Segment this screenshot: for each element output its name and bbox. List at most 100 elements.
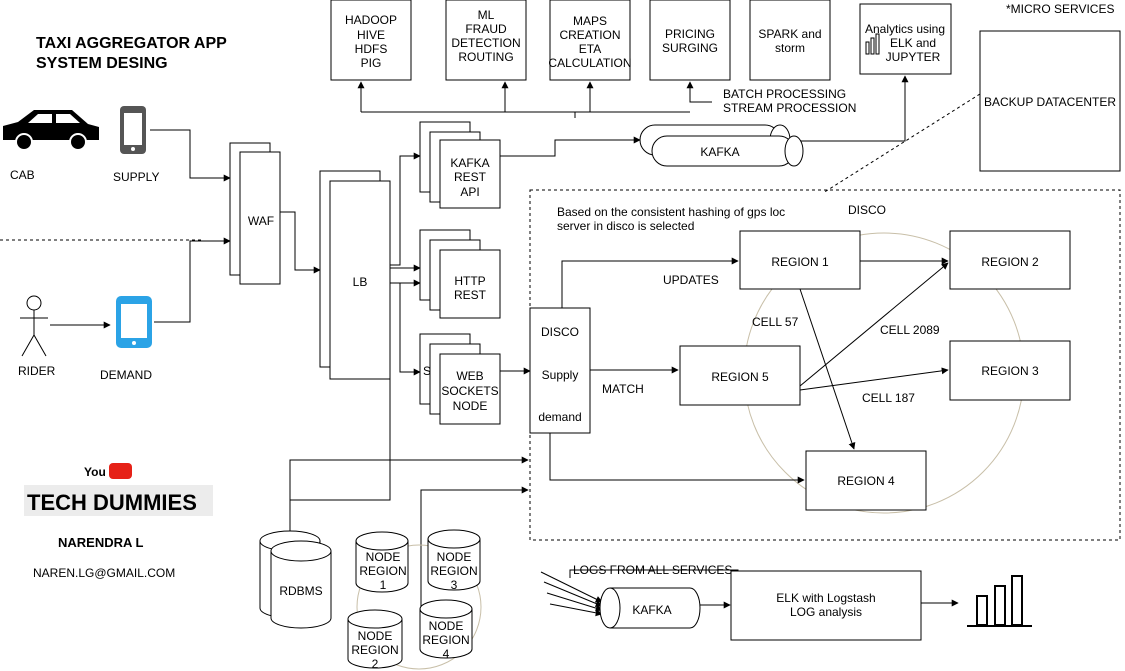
pricing-box — [649, 0, 731, 81]
arrow-region5-to-region2 — [799, 262, 949, 387]
disco-title: DISCO — [848, 203, 886, 217]
analytics-box — [859, 3, 952, 75]
waf-box — [239, 151, 281, 285]
node-region-3-line3: 3 — [451, 578, 458, 592]
node-region-2-line2: REGION — [351, 643, 398, 657]
region-2-label: REGION 2 — [981, 255, 1039, 269]
car-icon — [3, 110, 99, 151]
node-region-2-line1: NODE — [358, 629, 393, 643]
node-region-2-cylinder — [347, 609, 403, 669]
kafka-rest-line2: REST — [454, 170, 487, 184]
rider-label: RIDER — [18, 364, 56, 378]
node-region-1-cylinder — [355, 531, 409, 593]
cell-57-label: CELL 57 — [752, 315, 799, 329]
websockets-line3: NODE — [453, 399, 488, 413]
hadoop-line4: PIG — [361, 56, 382, 70]
arrow-region1-to-region4 — [799, 288, 856, 450]
brand-banner — [24, 485, 213, 516]
http-rest-line2: REST — [454, 288, 487, 302]
log-input-arrow-4 — [549, 603, 603, 617]
kafka-top-label: KAFKA — [700, 145, 739, 159]
spark-box — [749, 0, 831, 81]
pricing-line1: PRICING — [665, 27, 715, 41]
waf-label: WAF — [248, 214, 274, 228]
node-region-2-line3: 2 — [372, 657, 379, 671]
region-1-label: REGION 1 — [771, 255, 829, 269]
hadoop-box — [330, 0, 412, 81]
kafka-rest-line1: KAFKA — [450, 156, 489, 170]
region-2-box — [949, 230, 1071, 290]
match-label: MATCH — [602, 382, 644, 396]
arrow-nodes-to-disco — [420, 486, 529, 612]
log-input-arrow-1 — [540, 571, 603, 603]
node-region-3-line2: REGION — [430, 564, 477, 578]
disco-note-line1: Based on the consistent hashing of gps l… — [557, 205, 785, 219]
rdbms-cylinder-icon — [259, 530, 332, 629]
backup-link-dashed — [822, 93, 981, 194]
disco-box-line3: demand — [538, 410, 581, 424]
elk-line2: LOG analysis — [790, 605, 862, 619]
backup-datacenter-label: BACKUP DATACENTER — [984, 95, 1116, 109]
arrow-to-analytics — [798, 75, 909, 142]
region-3-box — [949, 340, 1071, 401]
region-3-label: REGION 3 — [981, 364, 1039, 378]
maps-line2: CREATION — [559, 28, 620, 42]
supply-phone-icon — [120, 106, 146, 154]
kafka-rest-line3: API — [460, 185, 479, 199]
websockets-line2: SOCKETS — [441, 384, 498, 398]
http-rest-box — [439, 249, 501, 319]
region-5-box — [679, 345, 801, 406]
ml-line3: DETECTION — [451, 36, 520, 50]
hadoop-line2: HIVE — [357, 28, 385, 42]
spark-line1: SPARK and — [758, 27, 821, 41]
region-5-label: REGION 5 — [711, 370, 769, 384]
pricing-line2: SURGING — [662, 41, 718, 55]
http-rest-line1: HTTP — [454, 274, 485, 288]
cab-label: CAB — [10, 168, 35, 182]
backup-datacenter-box — [979, 30, 1121, 172]
ml-box — [445, 0, 527, 81]
websockets-line1: WEB — [456, 369, 483, 383]
elk-box — [730, 570, 922, 641]
region-1-box — [739, 230, 861, 290]
node-region-ring — [356, 544, 482, 670]
arrow-disco-to-region4 — [549, 433, 805, 484]
region-4-box — [805, 450, 927, 511]
websockets-hidden-letter: S — [423, 364, 431, 378]
svg-text:You: You — [84, 465, 106, 479]
disco-box-line2: Supply — [542, 368, 579, 382]
spark-line2: storm — [775, 41, 805, 55]
hadoop-line3: HDFS — [355, 42, 388, 56]
demand-phone-icon — [116, 296, 152, 348]
diagram-title-line1: TAXI AGGREGATOR APP — [36, 35, 227, 52]
batch-processing-label: BATCH PROCESSING — [723, 87, 846, 101]
node-region-4-line1: NODE — [429, 619, 464, 633]
bar-chart-icon — [967, 575, 1032, 627]
lb-to-rdbms-line — [289, 379, 391, 533]
arrow-rdbms-to-disco — [289, 456, 529, 533]
node-region-1-line3: 1 — [380, 578, 387, 592]
node-region-1-line1: NODE — [366, 550, 401, 564]
author-name: NARENDRA L — [58, 535, 144, 550]
ml-line4: ROUTING — [458, 50, 513, 64]
disco-box-line1: DISCO — [541, 325, 579, 339]
log-input-arrow-3 — [546, 592, 603, 612]
lb-box — [329, 180, 391, 380]
demand-label: DEMAND — [100, 368, 152, 382]
node-region-1-line2: REGION — [359, 564, 406, 578]
updates-label: UPDATES — [663, 273, 719, 287]
cell-187-label: CELL 187 — [862, 391, 915, 405]
mini-bar-chart-icon — [865, 33, 880, 55]
maps-line3: ETA — [579, 42, 601, 56]
ml-line1: ML — [478, 8, 495, 22]
rdbms-label: RDBMS — [279, 584, 322, 598]
node-region-4-cylinder — [419, 599, 473, 659]
logs-kafka-cylinder — [599, 587, 701, 629]
arrow-region5-to-region3 — [799, 367, 949, 391]
analytics-line1: Analytics using — [865, 22, 945, 36]
maps-box — [549, 0, 631, 81]
websockets-box — [439, 353, 501, 425]
arrow-waf-to-lb — [280, 211, 321, 274]
cell-2089-label: CELL 2089 — [880, 323, 940, 337]
arrow-supply-to-waf — [150, 129, 231, 182]
